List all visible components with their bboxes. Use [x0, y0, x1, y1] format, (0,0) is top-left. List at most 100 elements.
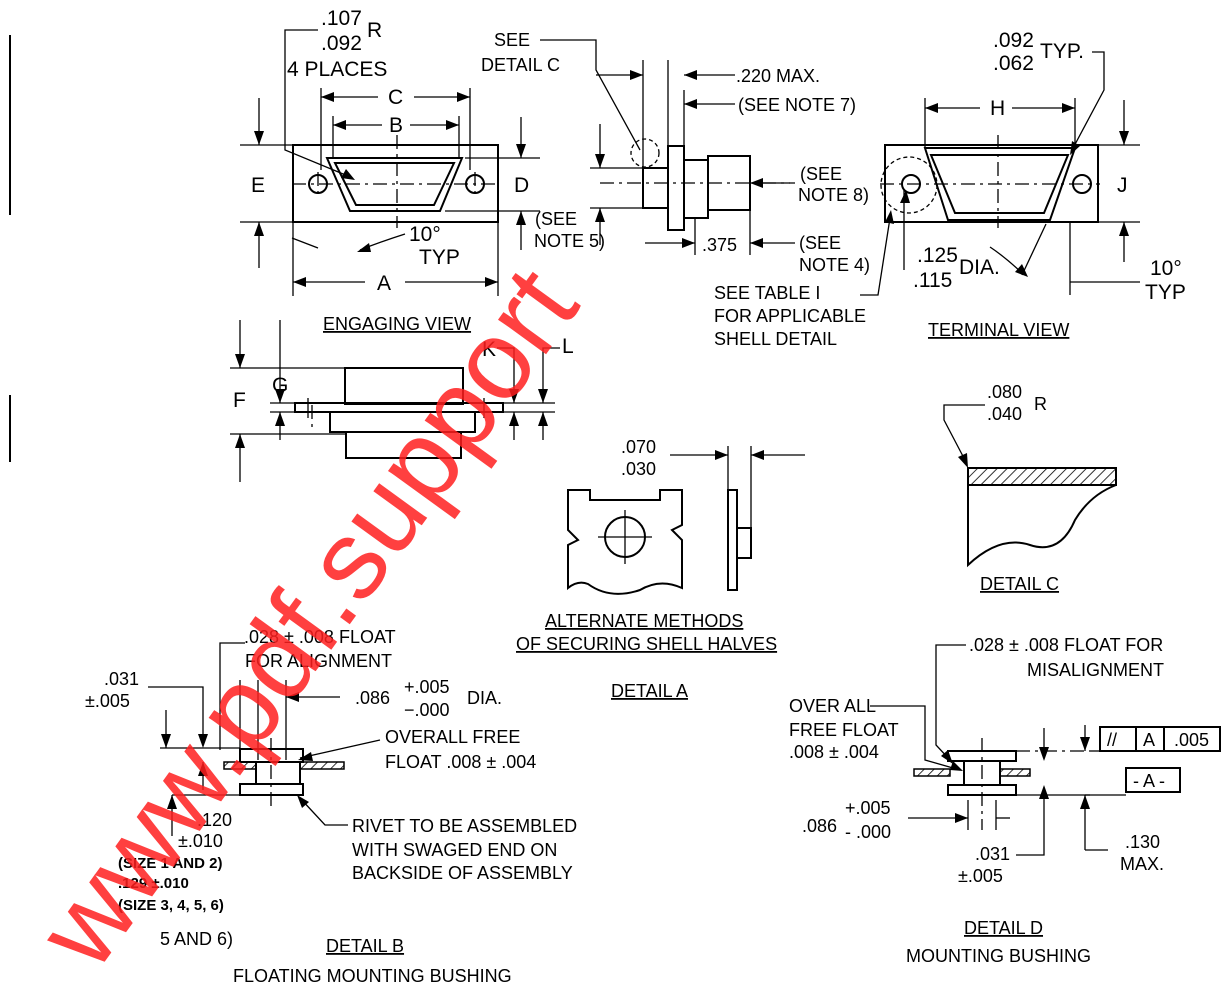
- see-note4-2: NOTE 4): [799, 255, 870, 275]
- datum-a-label: - A -: [1133, 771, 1165, 791]
- dim-e-label: E: [251, 174, 265, 197]
- terminal-view-title: TERMINAL VIEW: [928, 320, 1069, 340]
- engaging-radius-bottom: .092: [321, 32, 362, 55]
- detail-b-overall-1: OVERALL FREE: [385, 727, 520, 747]
- detail-d-dia-086: .086: [802, 816, 837, 836]
- table-leader: [860, 210, 894, 296]
- fcf-symbol: //: [1107, 730, 1117, 750]
- engaging-radius-suffix: R: [367, 19, 382, 42]
- detail-b-title: DETAIL B: [326, 936, 404, 956]
- detail-d-tol-005: ±.005: [958, 866, 1003, 886]
- dim-g-label: G: [272, 374, 288, 397]
- detail-a-dim-bottom: .030: [621, 459, 656, 479]
- terminal-view-labels: .092 TYP. .062 H J .125 DIA. .115 10° TY…: [913, 29, 1186, 340]
- dim-a-label: A: [377, 272, 391, 295]
- see-table-1: SEE TABLE I: [714, 283, 820, 303]
- see-note8-1: (SEE: [800, 164, 842, 184]
- max-220-label: .220 MAX.: [736, 66, 820, 86]
- detail-b-dim-129: .129 ±.010: [118, 875, 189, 892]
- detail-b-dim-031: .031: [104, 669, 139, 689]
- detail-b-labels: .028 ± .008 FLOAT FOR ALIGNMENT .031 ±.0…: [85, 627, 577, 986]
- detail-c: [943, 404, 1117, 568]
- detail-b-tol-005: ±.005: [85, 691, 130, 711]
- detail-b-size-12: (SIZE 1 AND 2): [118, 855, 222, 872]
- profile-view: [230, 320, 560, 482]
- see-note7-label: (SEE NOTE 7): [738, 95, 856, 115]
- detail-a-caption-2: OF SECURING SHELL HALVES: [516, 634, 777, 654]
- detail-c-title: DETAIL C: [980, 574, 1059, 594]
- engaging-view: [240, 29, 540, 296]
- detail-c-labels: .080 R .040 DETAIL C: [980, 382, 1059, 594]
- side-body: [683, 159, 709, 219]
- engaging-view-title: ENGAGING VIEW: [323, 314, 471, 334]
- typ-top: .092: [993, 29, 1034, 52]
- see-detail-c-2: DETAIL C: [481, 55, 560, 75]
- detail-a-caption-1: ALTERNATE METHODS: [545, 611, 743, 631]
- detail-d-float-2: MISALIGNMENT: [1027, 660, 1164, 680]
- detail-a-shell: [567, 489, 683, 595]
- side-flange: [667, 145, 685, 231]
- angle-typ-label: TYP: [419, 246, 460, 269]
- detail-d-subtitle: MOUNTING BUSHING: [906, 946, 1091, 966]
- profile-view-labels: F G K L: [233, 335, 574, 412]
- detail-d: [870, 644, 1221, 856]
- engaging-places: 4 PLACES: [287, 58, 387, 81]
- detail-b-rivet-1: RIVET TO BE ASSEMBLED: [352, 816, 577, 836]
- max-130-value: .130: [1125, 832, 1160, 852]
- dim-375-label: .375: [702, 235, 737, 255]
- engaging-shell-inner: [333, 162, 456, 206]
- detail-b: [148, 642, 381, 836]
- see-note4-1: (SEE: [799, 233, 841, 253]
- side-shell-front: [642, 167, 669, 209]
- detail-b-dim-010: ±.010: [178, 831, 223, 851]
- detail-b-float-2: FOR ALIGNMENT: [245, 651, 392, 671]
- max-130-max: MAX.: [1120, 854, 1164, 874]
- detail-b-dia-suffix: DIA.: [467, 688, 502, 708]
- see-note5-2: NOTE 5): [534, 231, 605, 251]
- see-detail-c-1: SEE: [494, 30, 530, 50]
- engaging-view-labels: .107 R .092 4 PLACES C B E D 10° TYP A E…: [251, 7, 529, 334]
- shell-detail-callout: [880, 156, 938, 214]
- detail-d-overall-1: OVER ALL: [789, 696, 876, 716]
- angle-label: 10°: [409, 223, 441, 246]
- terminal-angle-typ: TYP: [1145, 281, 1186, 304]
- detail-b-tol-plus: +.005: [404, 677, 450, 697]
- detail-a-labels: .070 .030 ALTERNATE METHODS OF SECURING …: [516, 437, 777, 701]
- typ-suffix: TYP.: [1040, 40, 1084, 63]
- engaging-radius-top: .107: [321, 7, 362, 30]
- detail-b-rivet-2: WITH SWAGED END ON: [352, 840, 557, 860]
- side-view-labels: SEE DETAIL C .220 MAX. (SEE NOTE 7) (SEE…: [481, 30, 870, 349]
- dia-top: .125: [917, 244, 958, 267]
- see-note8-2: NOTE 8): [798, 185, 869, 205]
- dim-j-label: J: [1117, 174, 1128, 197]
- detail-a-tab: [736, 527, 752, 559]
- detail-a-edge: [727, 489, 738, 591]
- dim-b-label: B: [389, 114, 403, 137]
- detail-d-labels: .028 ± .008 FLOAT FOR MISALIGNMENT OVER …: [789, 635, 1209, 966]
- detail-b-dim-120: .120: [197, 810, 232, 830]
- detail-c-break: [967, 484, 1117, 568]
- dim-h-label: H: [990, 97, 1005, 120]
- detail-b-overall-2: FLOAT .008 ± .004: [385, 752, 536, 772]
- detail-b-float-1: .028 ± .008 FLOAT: [244, 627, 396, 647]
- detail-d-tol-plus: +.005: [845, 798, 891, 818]
- detail-d-tol-minus: - .000: [845, 822, 891, 842]
- detail-b-dia-086: .086: [355, 688, 390, 708]
- side-view: [540, 39, 795, 255]
- detail-b-rivet-3: BACKSIDE OF ASSEMBLY: [352, 863, 573, 883]
- typ-bottom: .062: [993, 52, 1034, 75]
- dim-k-label: K: [482, 338, 496, 361]
- detail-b-subtitle: FLOATING MOUNTING BUSHING: [233, 966, 512, 986]
- detail-b-size-3456: (SIZE 3, 4, 5, 6): [118, 897, 224, 914]
- dia-bottom: .115: [913, 269, 952, 292]
- terminal-shell-inner: [929, 154, 1070, 214]
- terminal-shell-outer: [923, 147, 1077, 221]
- see-table-2: FOR APPLICABLE: [714, 306, 866, 326]
- terminal-angle: 10°: [1150, 257, 1182, 280]
- dia-suffix: DIA.: [959, 256, 1000, 279]
- detail-b-tol-minus: −.000: [404, 700, 450, 720]
- detail-c-radius-top: .080: [987, 382, 1022, 402]
- detail-d-float-1: .028 ± .008 FLOAT FOR: [969, 635, 1163, 655]
- terminal-view: [880, 51, 1140, 295]
